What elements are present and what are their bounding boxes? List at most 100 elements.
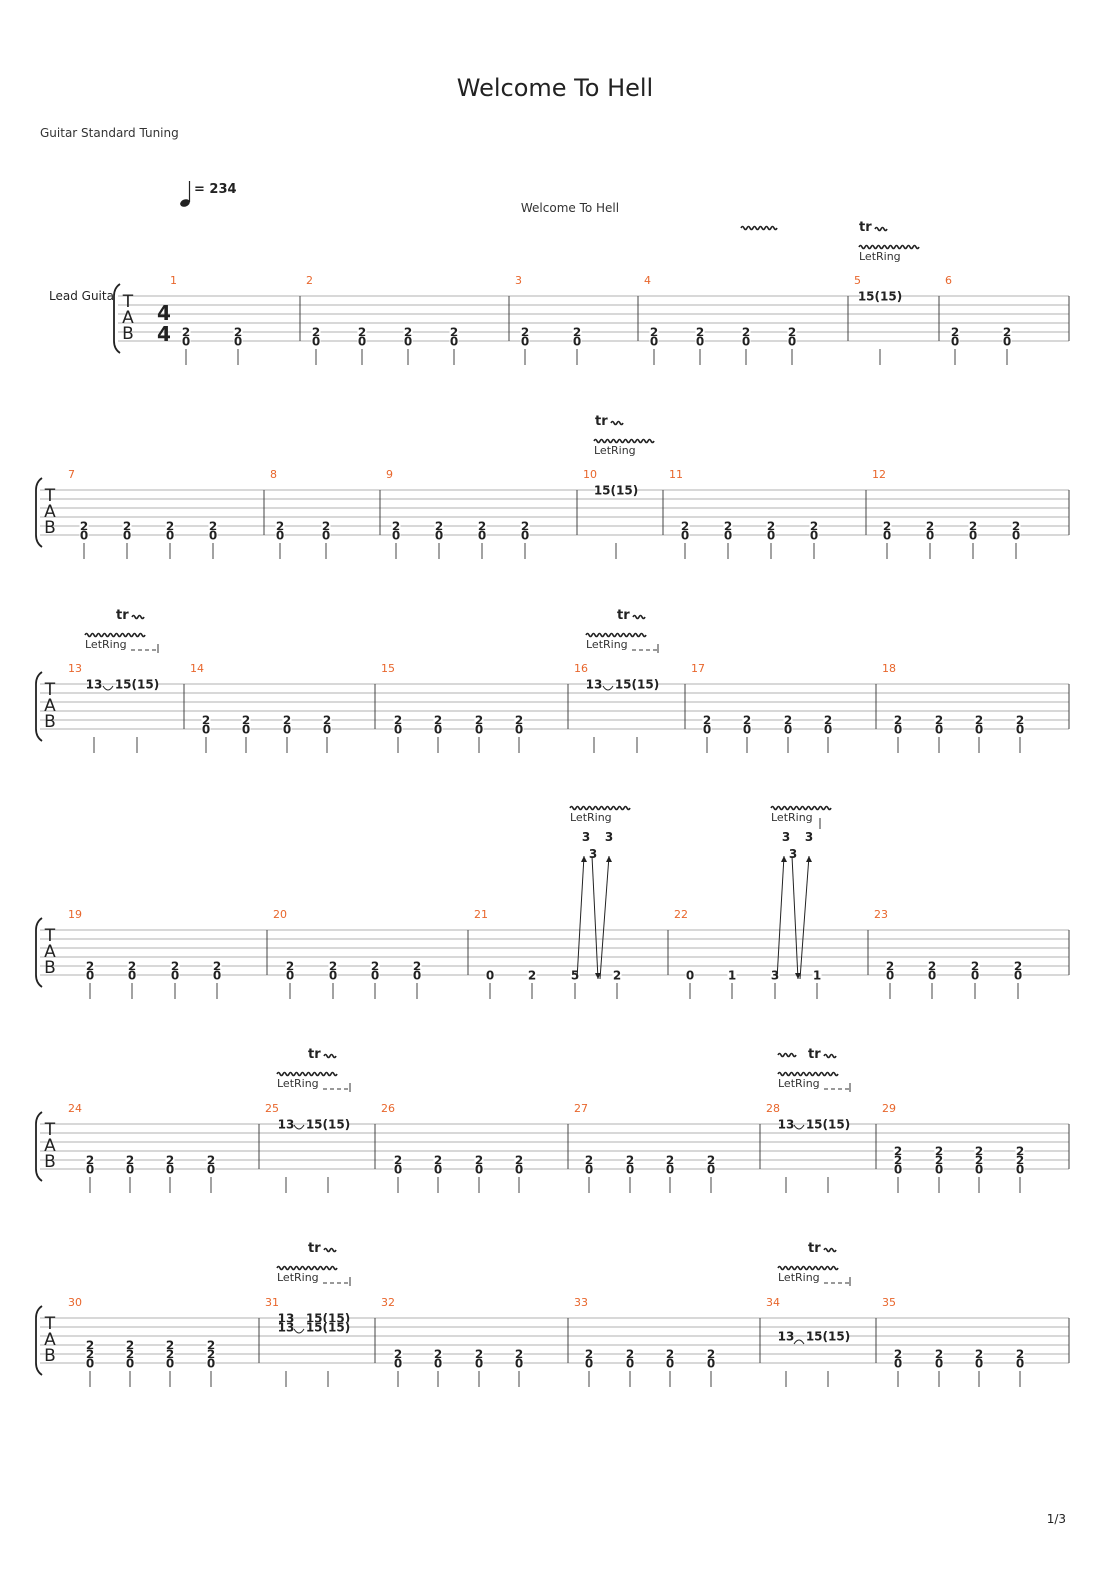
fret-number: 0 xyxy=(926,529,934,543)
fret-number: 0 xyxy=(894,1357,902,1371)
fret-number: 0 xyxy=(475,1357,483,1371)
fret-backdrop xyxy=(433,1349,443,1359)
fret-number: 2 xyxy=(969,520,977,534)
measure-number: 8 xyxy=(270,468,277,481)
fret-number: 2 xyxy=(585,1154,593,1168)
fret-backdrop xyxy=(741,336,751,346)
fret-number: 0 xyxy=(515,1163,523,1177)
fret-number: 0 xyxy=(123,529,131,543)
fret-backdrop xyxy=(241,715,251,725)
fret-number: 0 xyxy=(413,969,421,983)
trill-marking: tr xyxy=(308,1241,321,1256)
measure-number: 35 xyxy=(882,1296,896,1309)
fret-backdrop xyxy=(212,970,222,980)
fret-backdrop xyxy=(1013,961,1023,971)
measure-number: 1 xyxy=(170,274,177,287)
fret-backdrop xyxy=(927,970,937,980)
fret-backdrop xyxy=(79,521,89,531)
measure-number: 21 xyxy=(474,908,488,921)
fret-backdrop xyxy=(680,521,690,531)
fret-backdrop xyxy=(893,1146,903,1156)
arrow-head-icon xyxy=(606,856,612,862)
fret-number: 2 xyxy=(207,1348,215,1362)
fret-backdrop xyxy=(127,961,137,971)
fret-number: 2 xyxy=(86,1348,94,1362)
fret-number: 0 xyxy=(928,969,936,983)
fret-number: 15(15) xyxy=(115,678,159,692)
fret-number: 0 xyxy=(276,529,284,543)
bend-amount: 3 xyxy=(782,830,790,844)
fret-backdrop xyxy=(412,970,422,980)
fret-backdrop xyxy=(181,327,191,337)
trill-wave-icon xyxy=(323,1053,337,1059)
tab-clef-letter: A xyxy=(44,502,56,522)
fret-number: 13 xyxy=(778,1330,795,1344)
fret-backdrop xyxy=(520,530,530,540)
let-ring-label: LetRing xyxy=(594,444,636,457)
measure-number: 12 xyxy=(872,468,886,481)
fret-backdrop xyxy=(201,724,211,734)
fret-number: 2 xyxy=(613,969,621,983)
fret-number: 0 xyxy=(1016,1163,1024,1177)
fret-backdrop xyxy=(974,715,984,725)
fret-number: 0 xyxy=(573,335,581,349)
fret-backdrop xyxy=(808,1119,848,1129)
fret-number: 2 xyxy=(202,714,210,728)
tempo-marking: = 234 xyxy=(180,181,237,207)
fret-number: 2 xyxy=(743,714,751,728)
tab-clef-letter: B xyxy=(44,1346,56,1366)
fret-number: 2 xyxy=(234,326,242,340)
fret-backdrop xyxy=(311,327,321,337)
fret-number: 2 xyxy=(935,1348,943,1362)
fret-number: 0 xyxy=(975,1163,983,1177)
tab-clef-letter: A xyxy=(44,696,56,716)
fret-backdrop xyxy=(485,970,495,980)
fret-backdrop xyxy=(925,521,935,531)
bend-release-line xyxy=(791,855,799,980)
fret-backdrop xyxy=(625,1358,635,1368)
fret-backdrop xyxy=(893,1358,903,1368)
fret-backdrop xyxy=(665,1349,675,1359)
fret-backdrop xyxy=(403,336,413,346)
tab-clef-letter: B xyxy=(122,324,134,344)
fret-backdrop xyxy=(206,1358,216,1368)
fret-backdrop xyxy=(514,724,524,734)
fret-backdrop xyxy=(206,1164,216,1174)
fret-number: 2 xyxy=(894,714,902,728)
fret-backdrop xyxy=(970,961,980,971)
fret-number: 0 xyxy=(242,723,250,737)
fret-number: 13 xyxy=(86,678,103,692)
slur-arc xyxy=(102,685,114,691)
fret-number: 2 xyxy=(329,960,337,974)
fret-number: 0 xyxy=(894,1163,902,1177)
fret-number: 15(15) xyxy=(806,1118,850,1132)
fret-backdrop xyxy=(328,970,338,980)
fret-number: 15(15) xyxy=(858,290,902,304)
fret-number: 2 xyxy=(975,714,983,728)
tab-clef-letter: T xyxy=(44,680,56,700)
fret-number: 0 xyxy=(404,335,412,349)
fret-number: 2 xyxy=(971,960,979,974)
slur-arc xyxy=(293,1328,305,1334)
fret-backdrop xyxy=(1002,327,1012,337)
fret-number: 2 xyxy=(894,1154,902,1168)
let-ring-wave-icon xyxy=(569,805,631,811)
fret-number: 0 xyxy=(975,723,983,737)
tab-clef-letter: A xyxy=(44,1136,56,1156)
fret-number: 0 xyxy=(935,723,943,737)
tempo-value: = 234 xyxy=(194,182,237,197)
fret-number: 0 xyxy=(1014,969,1022,983)
fret-number: 0 xyxy=(686,969,694,983)
fret-number: 2 xyxy=(935,714,943,728)
measure-number: 25 xyxy=(265,1102,279,1115)
measure-number: 29 xyxy=(882,1102,896,1115)
fret-backdrop xyxy=(1002,336,1012,346)
fret-number: 0 xyxy=(486,969,494,983)
fret-backdrop xyxy=(393,1358,403,1368)
fret-backdrop xyxy=(527,970,537,980)
fret-backdrop xyxy=(927,961,937,971)
fret-backdrop xyxy=(85,1164,95,1174)
fret-backdrop xyxy=(974,1164,984,1174)
let-ring-label: LetRing xyxy=(778,1077,820,1090)
